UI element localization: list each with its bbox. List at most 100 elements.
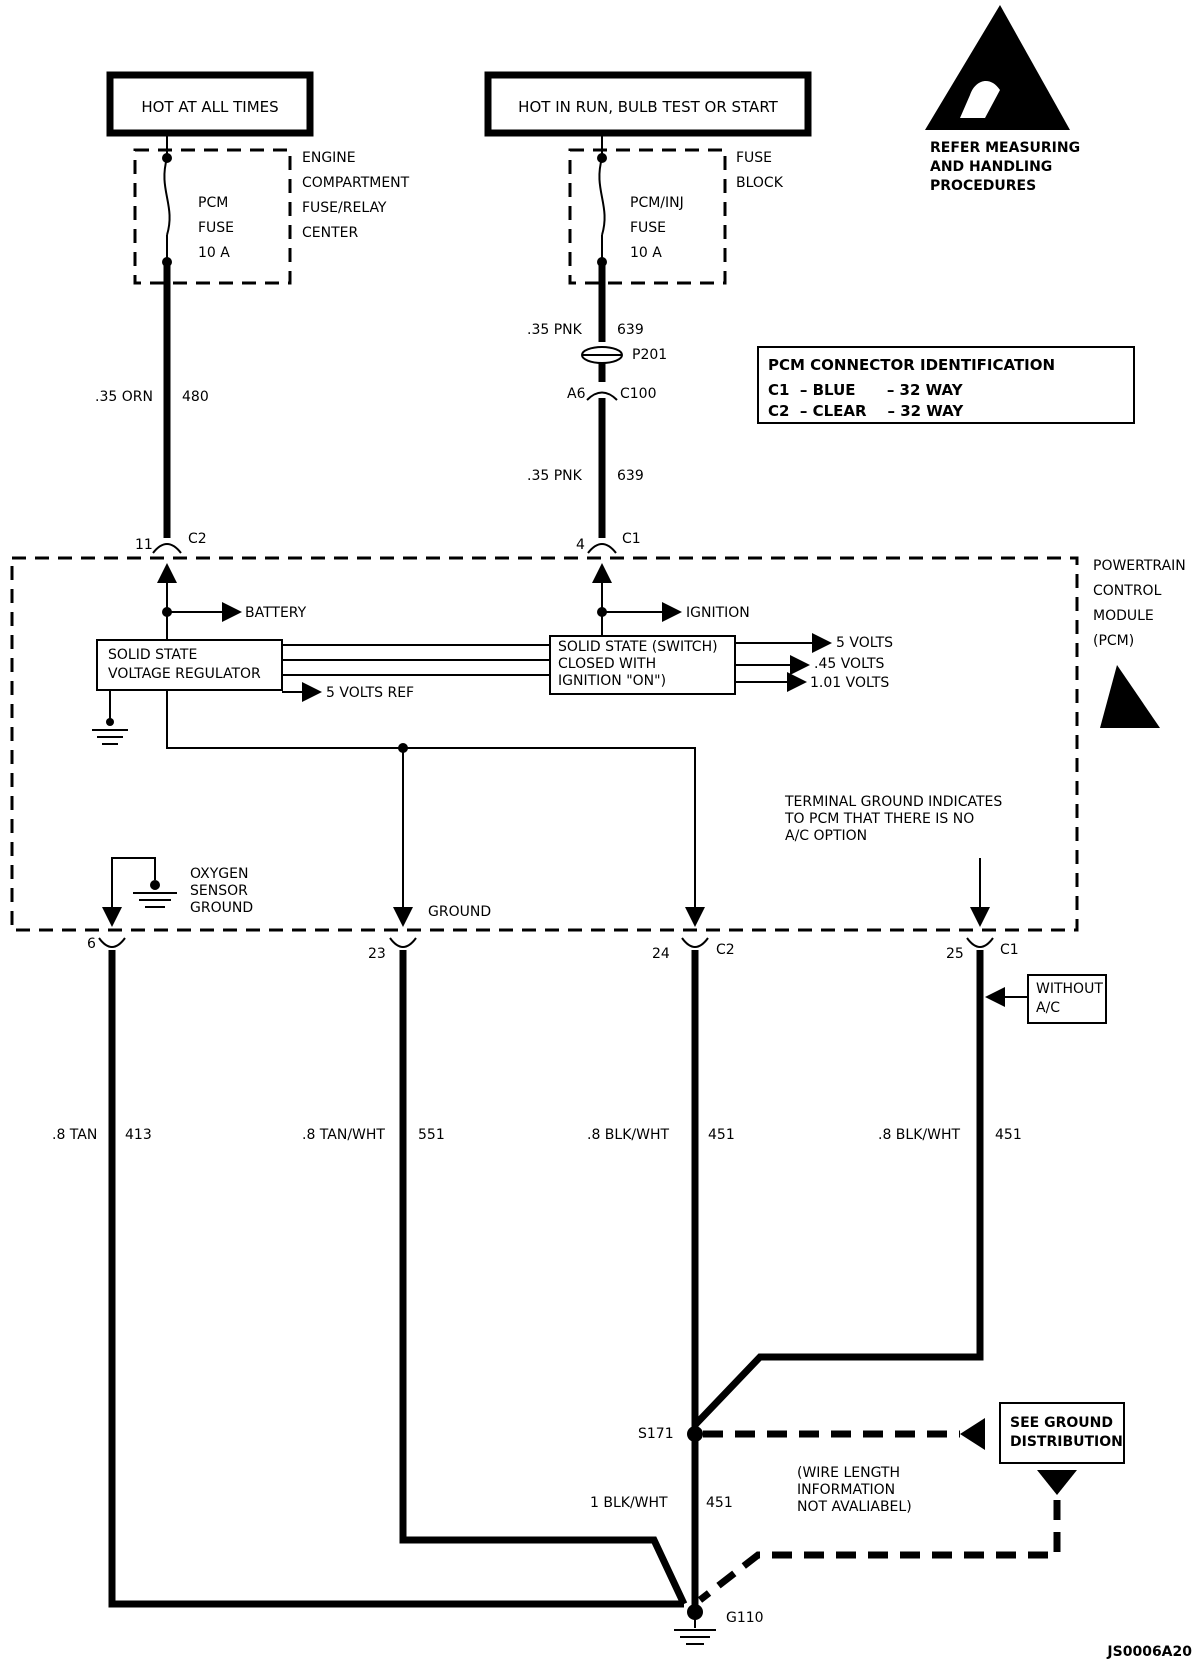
- svg-text:(WIRE LENGTH: (WIRE LENGTH: [797, 1465, 900, 1481]
- svg-text:S171: S171: [638, 1426, 674, 1442]
- svg-text:C2: C2: [188, 531, 207, 547]
- without-ac-box: WITHOUT A/C: [1027, 974, 1107, 1024]
- svg-text:.35 PNK: .35 PNK: [527, 468, 583, 484]
- svg-text:1 BLK/WHT: 1 BLK/WHT: [590, 1495, 668, 1511]
- svg-text:C100: C100: [620, 386, 657, 402]
- pcm-esd-icon: [1100, 665, 1160, 728]
- svg-text:TERMINAL GROUND INDICATES: TERMINAL GROUND INDICATES: [784, 794, 1002, 810]
- pcm-fuse-name-2: FUSE: [198, 220, 234, 236]
- svg-text:A6: A6: [567, 386, 586, 402]
- connector-id-title: PCM CONNECTOR IDENTIFICATION: [768, 356, 1055, 374]
- pcm-label: POWERTRAIN CONTROL MODULE (PCM): [1093, 558, 1186, 649]
- splice-s171: [687, 1426, 703, 1442]
- esd-warning-icon: [925, 5, 1070, 130]
- svg-text:CLOSED WITH: CLOSED WITH: [558, 656, 656, 672]
- svg-text:IGNITION "ON"): IGNITION "ON"): [558, 673, 666, 689]
- svg-text:413: 413: [125, 1127, 152, 1143]
- svg-text:639: 639: [617, 322, 644, 338]
- svg-text:SENSOR: SENSOR: [190, 883, 248, 899]
- g110-ground-symbol: [674, 1618, 716, 1645]
- solid-state-switch: SOLID STATE (SWITCH) CLOSED WITH IGNITIO…: [549, 635, 736, 695]
- hot-in-run-box: HOT IN RUN, BULB TEST OR START: [484, 71, 812, 137]
- svg-text:23: 23: [368, 946, 386, 962]
- wire-length-note: (WIRE LENGTH INFORMATION NOT AVALIABEL): [797, 1465, 912, 1515]
- svg-text:11: 11: [135, 537, 153, 553]
- engine-fuse-box-outline: [133, 148, 292, 285]
- v5ref-label: 5 VOLTS REF: [326, 685, 414, 701]
- svg-text:FUSE: FUSE: [736, 150, 772, 166]
- connector-id-row2: C2 – CLEAR – 32 WAY: [768, 402, 964, 420]
- svg-text:SEE GROUND: SEE GROUND: [1010, 1415, 1113, 1431]
- pcm-fuse-name-1: PCM: [198, 195, 228, 211]
- svg-text:AND HANDLING: AND HANDLING: [930, 159, 1052, 175]
- svg-text:A/C: A/C: [1036, 1000, 1060, 1016]
- svg-text:.8 BLK/WHT: .8 BLK/WHT: [878, 1127, 960, 1143]
- svg-text:C1: C1: [622, 531, 641, 547]
- svg-text:451: 451: [706, 1495, 733, 1511]
- svg-text:WITHOUT: WITHOUT: [1036, 981, 1103, 997]
- connector-id-row1: C1 – BLUE – 32 WAY: [768, 381, 964, 399]
- pcm-module-outline: [10, 556, 1079, 932]
- pcm-fuse-rating: 10 A: [198, 245, 230, 261]
- see-ground-distribution: SEE GROUND DISTRIBUTION: [999, 1402, 1125, 1464]
- wire-tan-413: [108, 950, 684, 1608]
- svg-text:REFER MEASURING: REFER MEASURING: [930, 140, 1080, 156]
- svg-text:DISTRIBUTION: DISTRIBUTION: [1010, 1434, 1123, 1450]
- svg-text:A/C OPTION: A/C OPTION: [785, 828, 867, 844]
- svg-text:BLOCK: BLOCK: [736, 175, 784, 191]
- pcm-pin-25-c1: 25 C1: [946, 937, 1019, 962]
- svg-text:NOT AVALIABEL): NOT AVALIABEL): [797, 1499, 912, 1515]
- pcm-pin-24-c2: 24 C2: [652, 937, 735, 962]
- svg-text:C2: C2: [716, 942, 735, 958]
- svg-text:.8 TAN: .8 TAN: [52, 1127, 97, 1143]
- oxygen-sensor-ground-label: OXYGEN SENSOR GROUND: [190, 866, 253, 916]
- svg-text:INFORMATION: INFORMATION: [797, 1482, 895, 1498]
- fuse-block-outline: [568, 148, 727, 285]
- pcm-fuse: PCM FUSE 10 A: [162, 133, 234, 267]
- o2-ground-symbol: [133, 880, 177, 908]
- v045-label: .45 VOLTS: [814, 656, 884, 672]
- pcm-pin-4-c1: 4 C1: [576, 531, 641, 554]
- svg-text:CONTROL: CONTROL: [1093, 583, 1162, 599]
- ground-label: GROUND: [428, 904, 491, 920]
- svg-text:451: 451: [708, 1127, 735, 1143]
- svg-text:.35 PNK: .35 PNK: [527, 322, 583, 338]
- svg-text:POWERTRAIN: POWERTRAIN: [1093, 558, 1186, 574]
- pcm-pin-23: 23: [368, 937, 417, 962]
- svg-text:24: 24: [652, 946, 670, 962]
- svg-text:GROUND: GROUND: [190, 900, 253, 916]
- hot-at-all-times-label: HOT AT ALL TIMES: [141, 98, 278, 116]
- svg-text:OXYGEN: OXYGEN: [190, 866, 248, 882]
- esd-warning-text: REFER MEASURING AND HANDLING PROCEDURES: [930, 140, 1080, 194]
- voltage-regulator: SOLID STATE VOLTAGE REGULATOR: [96, 639, 283, 691]
- svg-text:TO PCM THAT THERE IS NO: TO PCM THAT THERE IS NO: [784, 811, 974, 827]
- svg-text:551: 551: [418, 1127, 445, 1143]
- svg-text:.35 ORN: .35 ORN: [95, 389, 153, 405]
- pcm-inj-fuse-name-2: FUSE: [630, 220, 666, 236]
- regulator-ground-symbol: [92, 718, 128, 745]
- wire-blk-wht-451-b: [692, 950, 984, 1428]
- connector-p201: P201: [581, 346, 667, 364]
- svg-text:25: 25: [946, 946, 964, 962]
- svg-text:VOLTAGE REGULATOR: VOLTAGE REGULATOR: [108, 666, 261, 682]
- terminal-ground-note: TERMINAL GROUND INDICATES TO PCM THAT TH…: [784, 794, 1002, 844]
- document-code: JS0006A20: [1106, 1644, 1192, 1660]
- svg-text:PROCEDURES: PROCEDURES: [930, 178, 1036, 194]
- connector-c100: A6 C100: [567, 386, 657, 402]
- pcm-inj-fuse-rating: 10 A: [630, 245, 662, 261]
- hot-at-all-times-box: HOT AT ALL TIMES: [106, 71, 314, 137]
- pcm-pin-11-c2: 11 C2: [135, 531, 207, 554]
- v5-label: 5 VOLTS: [836, 635, 893, 651]
- pcm-pin-6: 6: [87, 936, 126, 952]
- pcm-inj-fuse-name-1: PCM/INJ: [630, 195, 684, 211]
- svg-text:SOLID STATE (SWITCH): SOLID STATE (SWITCH): [558, 639, 718, 655]
- battery-label: BATTERY: [245, 605, 307, 621]
- ignition-label: IGNITION: [686, 605, 750, 621]
- svg-text:FUSE/RELAY: FUSE/RELAY: [302, 200, 387, 216]
- svg-text:639: 639: [617, 468, 644, 484]
- ground-g110: [687, 1604, 703, 1620]
- svg-text:(PCM): (PCM): [1093, 633, 1134, 649]
- wire-tan-wht-551: [399, 950, 688, 1606]
- pcm-inj-fuse: PCM/INJ FUSE 10 A: [597, 133, 684, 267]
